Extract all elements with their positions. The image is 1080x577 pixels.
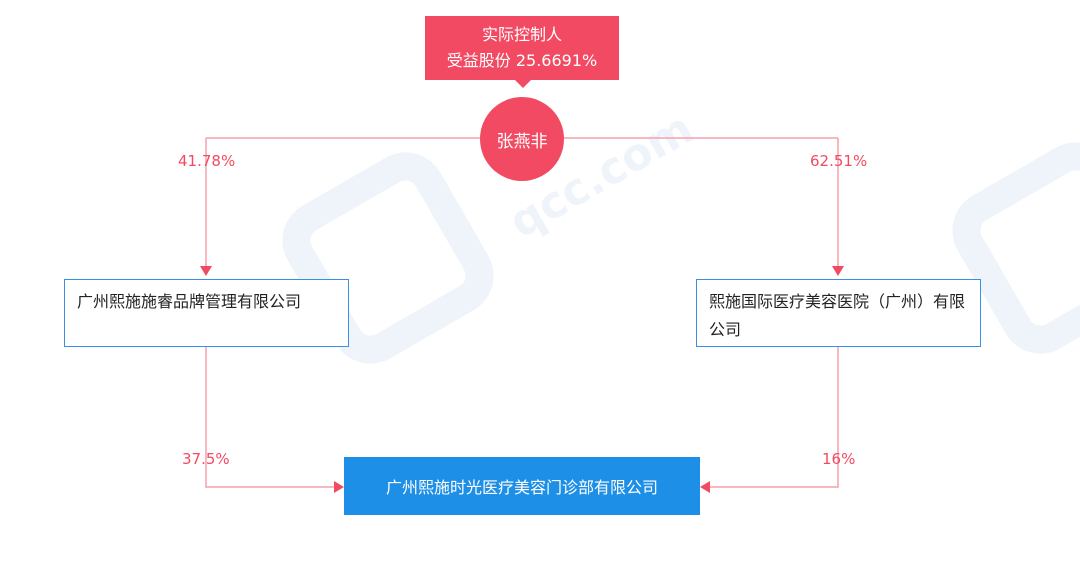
right-target-pct: 16% — [822, 450, 856, 468]
controller-label: 实际控制人 — [481, 25, 562, 44]
right-holding-pct: 62.51% — [810, 152, 868, 170]
left-company-node[interactable]: 广州熙施施睿品牌管理有限公司 — [64, 279, 349, 347]
person-node[interactable]: 张燕非 — [480, 97, 564, 181]
benefit-shares: 受益股份 25.6691% — [446, 51, 598, 70]
left-holding-pct: 41.78% — [178, 152, 236, 170]
target-company-node[interactable]: 广州熙施时光医疗美容门诊部有限公司 — [344, 457, 700, 515]
left-target-pct: 37.5% — [182, 450, 230, 468]
right-company-node[interactable]: 熙施国际医疗美容医院（广州）有限公司 — [696, 279, 981, 347]
controller-tag: 实际控制人 受益股份 25.6691% — [425, 16, 619, 88]
